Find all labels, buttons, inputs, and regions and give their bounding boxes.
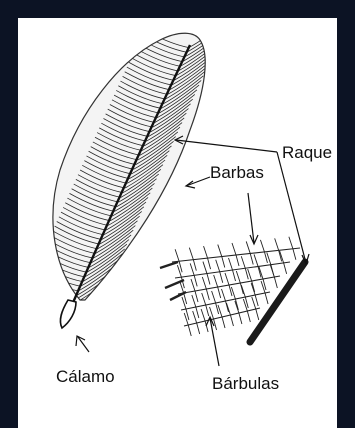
detail-rachis — [250, 262, 305, 342]
label-barbulas: Bárbulas — [212, 374, 279, 393]
feather-vane — [27, 20, 229, 305]
raque-leader-detail — [277, 152, 306, 263]
raque-leader — [176, 140, 277, 152]
barbas-leader-detail — [248, 193, 254, 243]
barbs-detail — [160, 237, 300, 336]
barbulas-leader — [210, 318, 219, 366]
label-raque: Raque — [282, 143, 332, 162]
label-barbas: Barbas — [210, 163, 264, 182]
label-calamo: Cálamo — [56, 367, 115, 386]
barbas-leader — [186, 177, 210, 186]
feather-calamus — [60, 300, 76, 328]
